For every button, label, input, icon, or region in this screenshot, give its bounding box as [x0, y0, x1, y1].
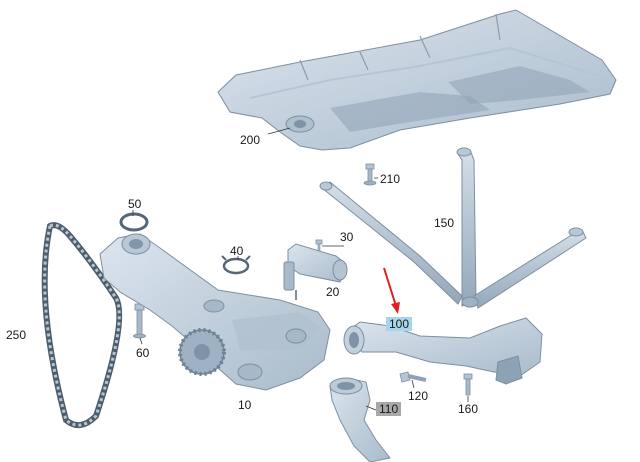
red-arrow-indicator [383, 267, 400, 314]
callout-110[interactable]: 110 [376, 402, 402, 416]
part-210-bolt [363, 163, 377, 186]
part-110-suction-tube [329, 377, 391, 462]
callout-120[interactable]: 120 [408, 389, 429, 403]
callout-60[interactable]: 60 [136, 346, 150, 360]
part-150-bracket [319, 147, 587, 309]
part-250-chain [41, 222, 123, 429]
callout-100[interactable]: 100 [386, 317, 413, 331]
callout-10[interactable]: 10 [238, 398, 252, 412]
callout-150[interactable]: 150 [434, 216, 455, 230]
callout-250[interactable]: 250 [6, 328, 27, 342]
part-50-seal-ring [119, 212, 149, 232]
part-100-pickup-tube [343, 317, 543, 385]
callout-50[interactable]: 50 [128, 197, 142, 211]
callout-40[interactable]: 40 [230, 244, 244, 258]
part-160-bolt [463, 373, 473, 396]
part-200-baffle [217, 9, 617, 151]
part-20-valve [283, 243, 348, 300]
part-10-oil-pump [99, 233, 331, 391]
callout-160[interactable]: 160 [458, 402, 479, 416]
leader-lines [132, 127, 469, 411]
part-40-clip [221, 255, 251, 275]
callout-20[interactable]: 20 [326, 285, 340, 299]
callout-200[interactable]: 200 [240, 133, 261, 147]
part-60-bolt [133, 303, 146, 339]
callout-30[interactable]: 30 [340, 230, 354, 244]
callout-210[interactable]: 210 [380, 172, 401, 186]
part-120-bolt [399, 371, 427, 383]
